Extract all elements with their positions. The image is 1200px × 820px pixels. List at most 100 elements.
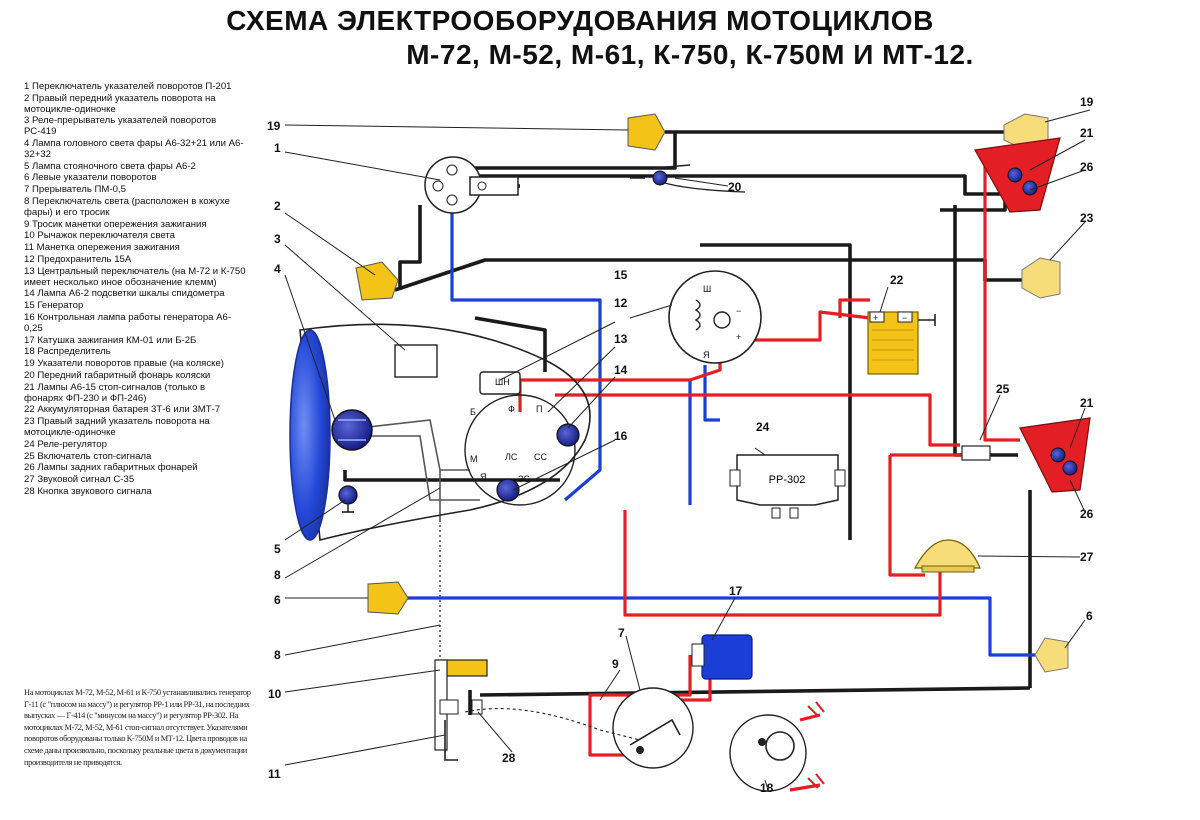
legend-item: 10 Рычажок переключателя света (24, 230, 246, 242)
callout-7: 7 (618, 626, 625, 640)
callout-26-top: 26 (1080, 160, 1094, 174)
headlight: ШН Б Ф П М ЛС СС ЗС Я (289, 323, 591, 542)
legend-number: 15 (24, 300, 35, 312)
legend-item: 1 Переключатель указателей поворотов П-2… (24, 81, 246, 93)
term-zs: ЗС (518, 474, 530, 484)
callout-22: 22 (890, 273, 904, 287)
term-r: Я (480, 472, 487, 482)
stop-switch (961, 445, 991, 461)
legend-text: Тросик манетки опережения зажигания (32, 218, 207, 230)
legend-number: 6 (24, 172, 30, 184)
legend-text: Аккумуляторная батарея 3Т-6 или 3МТ-7 (37, 404, 221, 416)
wire-black-loop (940, 200, 1007, 212)
legend-text: Включатель стоп-сигнала (37, 450, 152, 462)
callout-19-right: 19 (1080, 95, 1094, 109)
legend-item: 18 Распределитель (24, 346, 246, 358)
internal-wires (359, 419, 480, 660)
legend-item: 11 Манетка опережения зажигания (24, 242, 246, 254)
legend-item: 4 Лампа головного света фары А6-32+21 ил… (24, 137, 246, 161)
wire-red-coil-2 (588, 655, 692, 757)
term-sh: ШН (495, 377, 510, 387)
callout-13: 13 (614, 332, 628, 346)
wire-black-2 (398, 205, 422, 290)
legend-text: Реле-прерыватель указателей поворотов РС… (24, 115, 217, 138)
legend-item: 2 Правый передний указатель поворота на … (24, 92, 246, 116)
handlebar-controls (434, 659, 641, 761)
legend-number: 9 (24, 218, 30, 230)
callout-25: 25 (996, 382, 1010, 396)
term-f: Ф (508, 404, 515, 414)
callout-12: 12 (614, 296, 628, 310)
legend-number: 27 (24, 474, 35, 486)
callout-10: 10 (268, 687, 282, 701)
wire-black-headsw (343, 470, 560, 482)
wire-blue-left-6 (400, 596, 1040, 657)
batt-term-minus: − (902, 313, 907, 323)
legend-text: Генератор (37, 300, 84, 312)
wire-red-batt-term (838, 298, 870, 318)
gen-term-ya: Я (703, 350, 710, 360)
legend-number: 1 (24, 81, 30, 92)
callout-23: 23 (1080, 211, 1094, 225)
red-wires (518, 160, 1020, 792)
indicator-23 (1021, 257, 1061, 299)
callout-9: 9 (612, 657, 619, 671)
legend-item: 15 Генератор (24, 300, 246, 312)
generator: Ш Я − + (668, 270, 762, 364)
legend-number: 4 (24, 137, 30, 149)
legend-item: 16 Контрольная лампа работы генератора А… (24, 312, 246, 335)
legend-number: 28 (24, 485, 35, 497)
central-switch (464, 394, 576, 506)
legend-item: 28 Кнопка звукового сигнала (24, 485, 246, 498)
sidecar-front-lamp (630, 164, 746, 193)
ignition-coil (691, 634, 753, 680)
term-p: П (536, 404, 542, 414)
wire-red-coil (623, 510, 942, 617)
legend-text: Лампы А6-15 стоп-сигналов (только в фона… (24, 381, 206, 404)
callout-8-a: 8 (274, 568, 281, 582)
callout-20: 20 (728, 180, 742, 194)
legend-number: 11 (24, 242, 34, 254)
legend-text: Лампа головного света фары А6-32+21 или … (24, 137, 244, 160)
component-legend: 1 Переключатель указателей поворотов П-2… (24, 81, 246, 499)
callout-3: 3 (274, 232, 281, 246)
horn (913, 539, 981, 573)
callout-21-top: 21 (1080, 126, 1094, 140)
legend-text: Указатели поворотов правые (на коляске) (37, 358, 224, 370)
indicator-6-front (367, 581, 409, 615)
callout-numbers: 19 1 2 3 4 5 8 6 8 10 11 12 13 14 15 16 … (267, 95, 1094, 795)
callout-6-left: 6 (274, 593, 281, 607)
headlight-shell (299, 323, 591, 542)
relay-rs419 (394, 344, 438, 378)
term-ls: ЛС (505, 452, 518, 462)
legend-item: 27 Звуковой сигнал С-35 (24, 474, 246, 486)
wire-red-27 (888, 455, 925, 577)
title-line-1: СХЕМА ЭЛЕКТРООБОРУДОВАНИЯ МОТОЦИКЛОВ (226, 5, 934, 36)
gen-term-sh: Ш (703, 284, 711, 294)
callout-15: 15 (614, 268, 628, 282)
callout-16: 16 (614, 429, 628, 443)
regulator-label: РР-302 (769, 474, 806, 486)
wire-red-across (555, 393, 960, 447)
legend-item: 8 Переключатель света (расположен в кожу… (24, 196, 246, 219)
black-wires (343, 130, 1032, 715)
legend-text: Предохранитель 15А (37, 253, 132, 265)
legend-text: Распределитель (37, 346, 111, 358)
legend-item: 13 Центральный переключатель (на М-72 и … (24, 265, 246, 289)
blue-wires (400, 205, 1040, 657)
wire-blue-gen (703, 365, 720, 422)
legend-text: Центральный переключатель (на М-72 и К-7… (24, 265, 246, 288)
legend-text: Рычажок переключателя света (37, 230, 175, 242)
fuse-15a (479, 371, 521, 395)
legend-item: 9 Тросик манетки опережения зажигания (24, 218, 246, 231)
term-ss: СС (534, 452, 547, 462)
rear-light-lower (1019, 417, 1091, 493)
breaker (612, 687, 694, 769)
legend-number: 2 (24, 92, 30, 104)
callout-8-b: 8 (274, 648, 281, 662)
legend-item: 25 Включатель стоп-сигнала (24, 450, 246, 463)
battery: + − (867, 311, 936, 375)
legend-text: Лампы задних габаритных фонарей (37, 462, 198, 474)
legend-number: 7 (24, 184, 30, 196)
